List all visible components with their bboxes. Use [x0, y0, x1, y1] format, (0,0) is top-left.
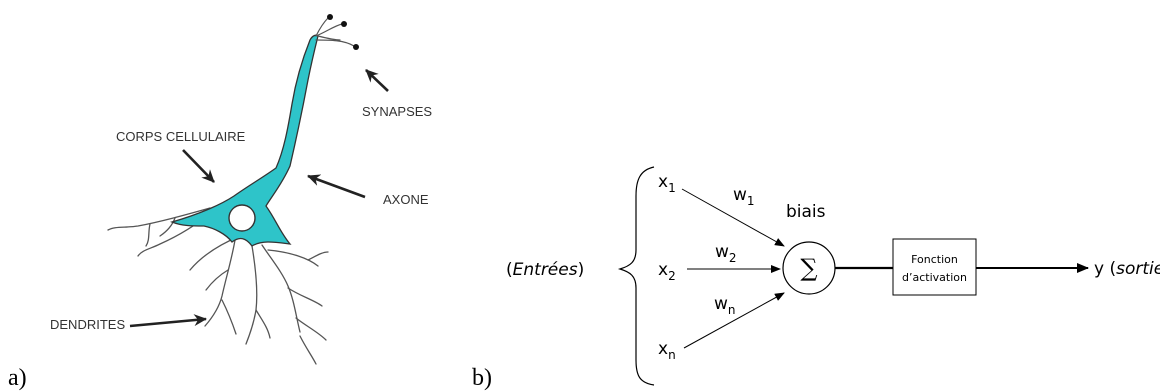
output-symbol: y [1094, 259, 1104, 279]
input-x1: x1 [658, 172, 676, 195]
weight-wn: wn [714, 294, 736, 317]
weight-w2: w2 [715, 242, 737, 265]
inputs-label: Entrées [513, 260, 578, 280]
sum-symbol: ∑ [800, 254, 817, 282]
dendrites-label: DENDRITES [50, 317, 125, 332]
axone-label: AXONE [383, 192, 429, 207]
axon-terminals [315, 17, 355, 47]
panel-a-neuron: SYNAPSES CORPS CELLULAIRE AXONE DENDRITE… [50, 14, 432, 365]
activation-line2: d’activation [902, 271, 967, 284]
input-xn: xn [658, 339, 676, 362]
synapses-label: SYNAPSES [362, 104, 432, 119]
pointer-arrows [129, 69, 389, 328]
input-x2: x2 [658, 260, 676, 283]
activation-box [892, 238, 977, 296]
inputs-brace [617, 166, 655, 386]
cell-body [169, 34, 319, 247]
panel-b-caption: b) [472, 365, 492, 391]
nucleus [228, 204, 256, 232]
panel-a-caption: a) [8, 365, 27, 391]
output-label-group: y (sortie) [1094, 259, 1160, 279]
weighted-connections [681, 188, 785, 349]
dendrites-drawing [107, 207, 329, 365]
output-label: sortie [1116, 259, 1160, 279]
synapse-knobs [327, 14, 359, 50]
inputs-label-group: (Entrées) [506, 260, 584, 280]
bias-label: biais [786, 202, 826, 222]
activation-line1: Fonction [911, 253, 958, 266]
panel-b-perceptron: (Entrées) x1 x2 xn w1 w2 wn biais ∑ Fonc… [506, 166, 1160, 386]
corps-cellulaire-label: CORPS CELLULAIRE [116, 129, 246, 144]
weight-w1: w1 [733, 185, 755, 208]
